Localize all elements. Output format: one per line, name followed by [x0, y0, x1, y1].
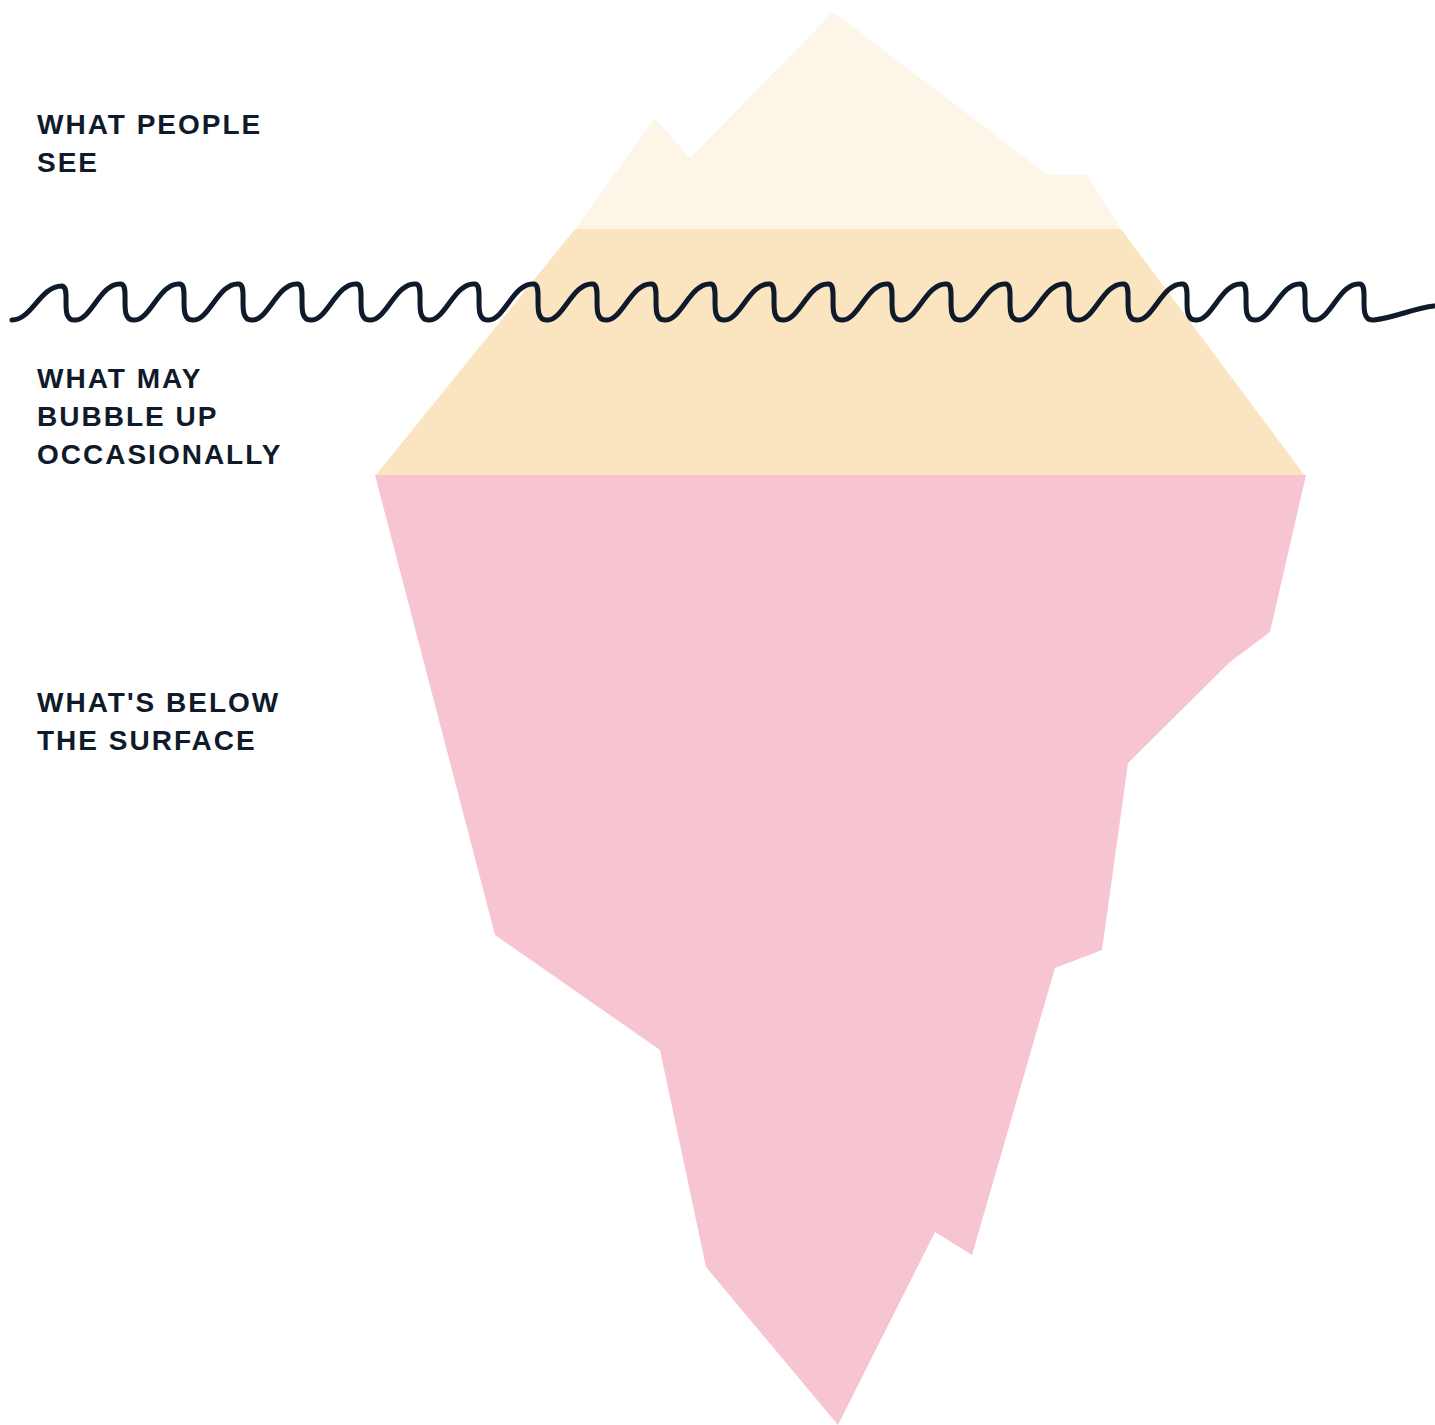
layer-label: WHAT MAY BUBBLE UP OCCASIONALLY [37, 360, 317, 474]
iceberg-base [375, 475, 1306, 1425]
iceberg-tip [575, 12, 1121, 229]
layer-label: WHAT'S BELOW THE SURFACE [37, 684, 317, 760]
layer-label: WHAT PEOPLE SEE [37, 106, 317, 182]
water-line [12, 284, 1434, 320]
iceberg-middle-band [375, 229, 1305, 476]
